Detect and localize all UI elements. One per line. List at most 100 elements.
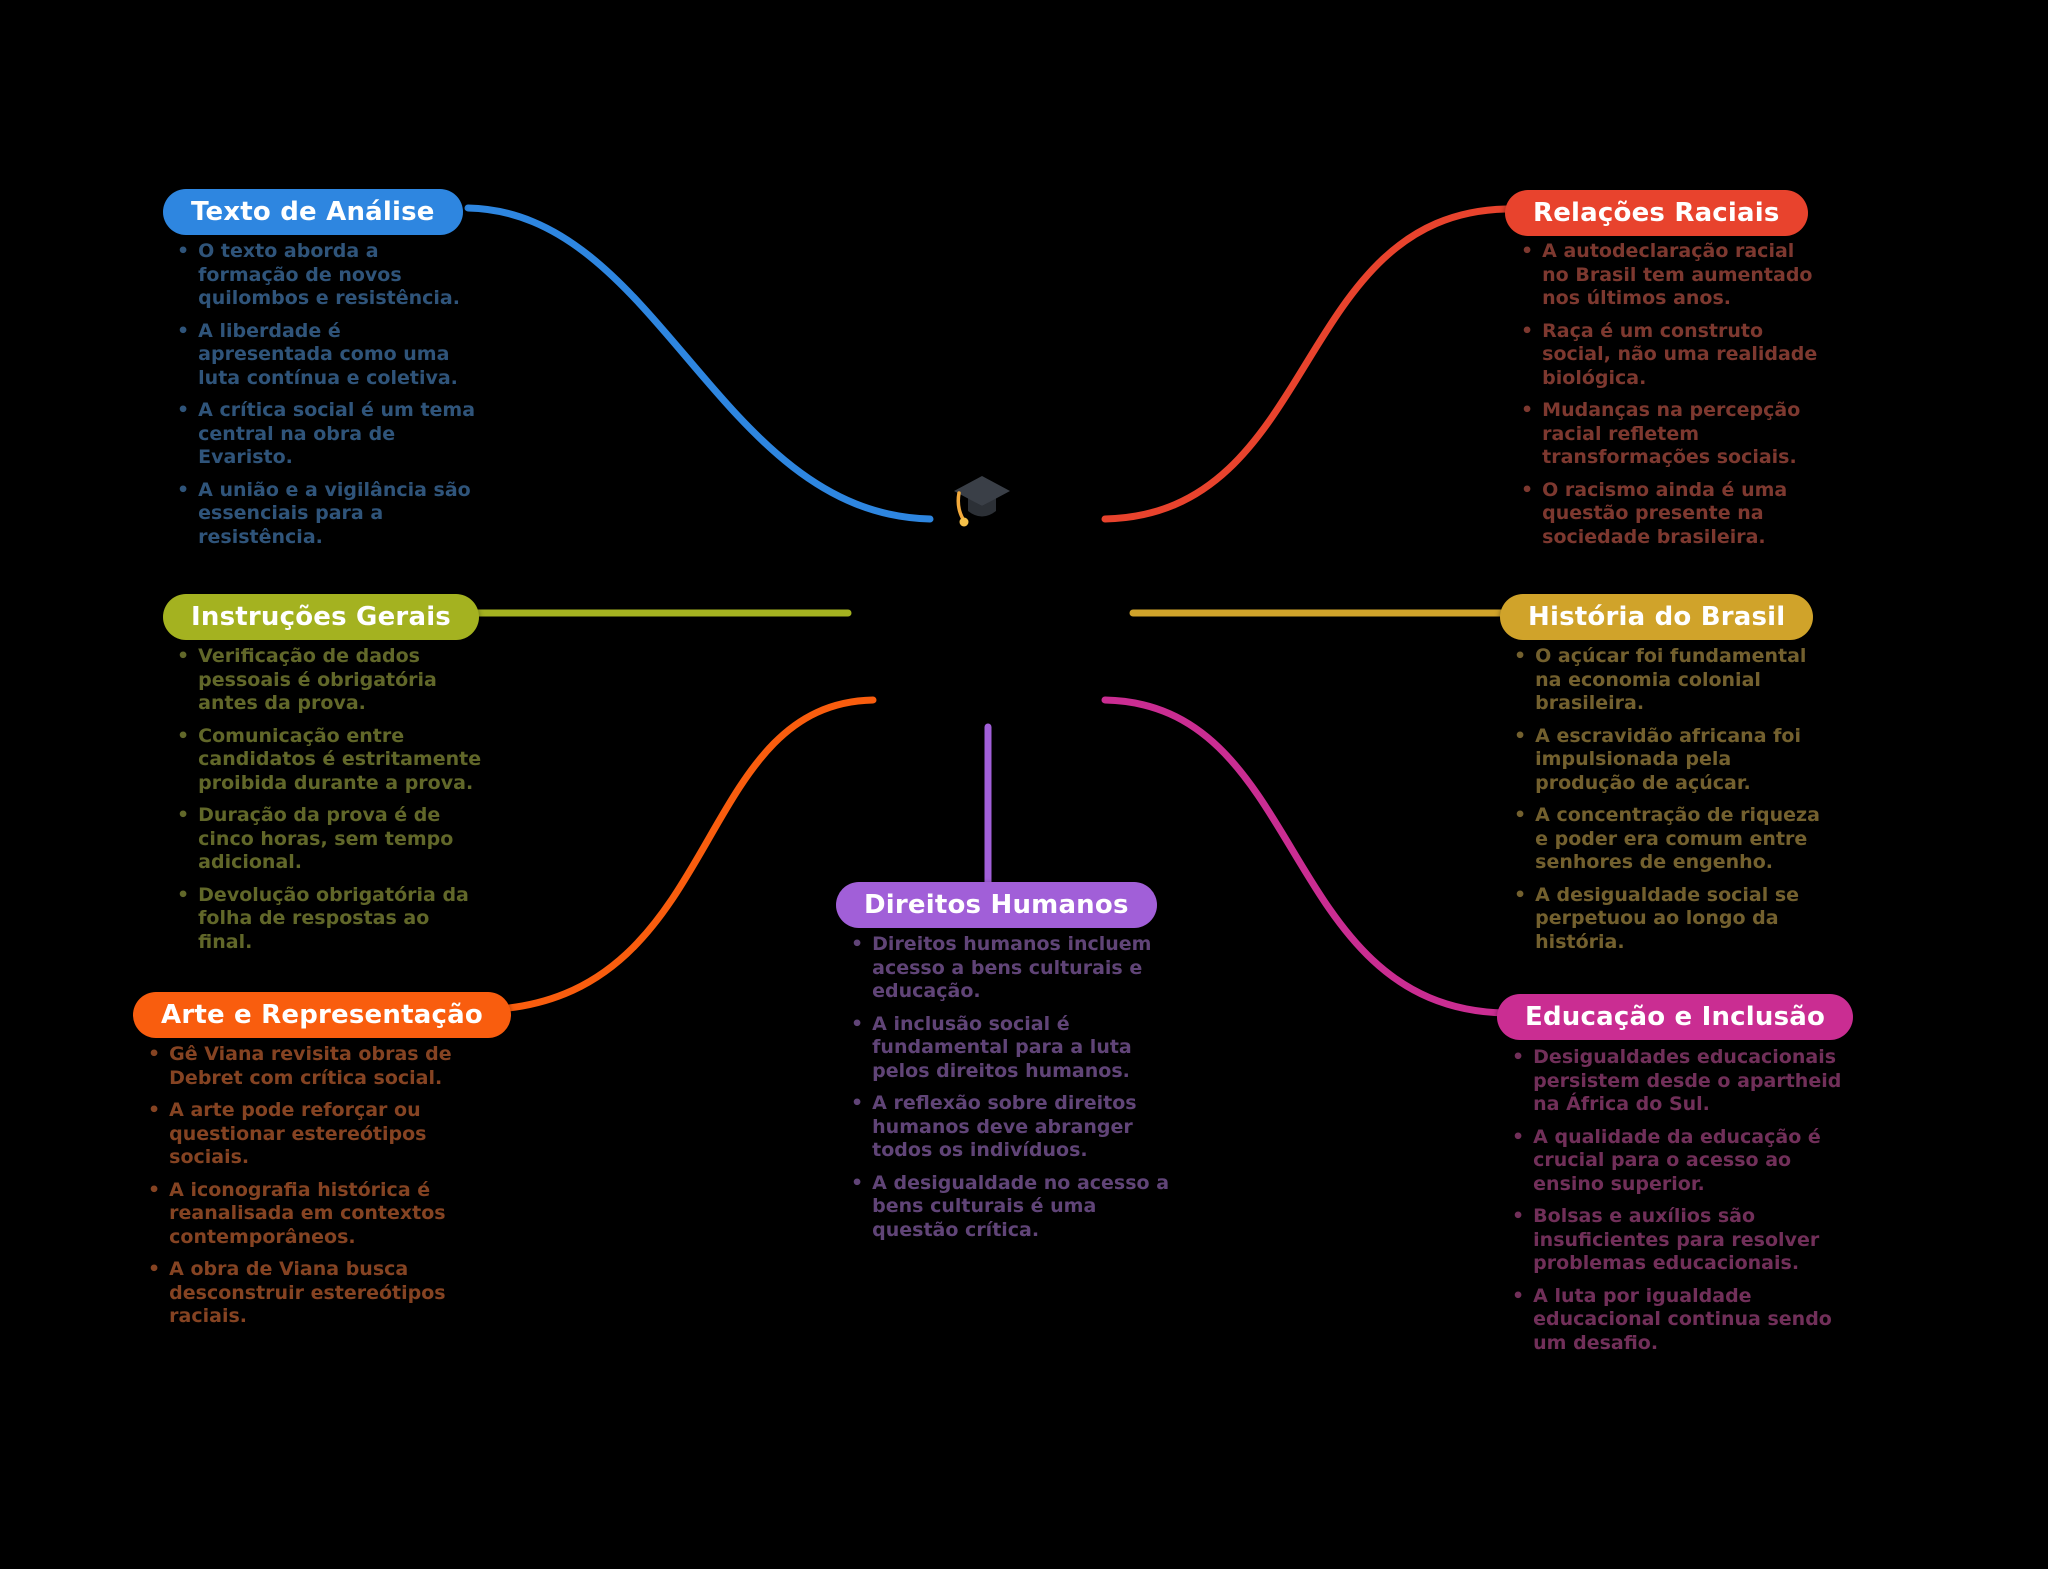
- branch-bullets-educacao-e-inclusao: • Desigualdades educacionais persistem de…: [1512, 1046, 1842, 1365]
- edge-texto-de-analise: [464, 204, 934, 523]
- branch-bullets-arte-e-representacao: •Gê Viana revisita obras de Debret com c…: [148, 1043, 456, 1338]
- bullet-text: A desigualdade social se perpetuou ao lo…: [1535, 883, 1800, 954]
- bullet-dot-icon: •: [1512, 1284, 1525, 1307]
- bullet-item: • Comunicação entre candidatos é estritam…: [177, 725, 485, 796]
- bullet-text: Mudanças na percepção racial refletem tr…: [1542, 399, 1801, 469]
- bullet-item: • Desigualdades educacionais persistem de…: [1512, 1046, 1842, 1117]
- bullet-item: • A arte pode reforçar ou questionar este…: [148, 1099, 456, 1170]
- branch-label: Direitos Humanos: [864, 890, 1129, 920]
- bullet-item: • A concentração de riqueza e poder era c…: [1514, 804, 1832, 875]
- bullet-item: • A desigualdade social se perpetuou ao l…: [1514, 884, 1832, 955]
- branch-bullets-texto-de-analise: • O texto aborda a formação de novos quil…: [177, 240, 477, 559]
- branch-pill-direitos-humanos[interactable]: Direitos Humanos: [836, 882, 1157, 928]
- bullet-text: Raça é um construto social, não uma real…: [1542, 319, 1818, 389]
- bullet-text: A arte pode reforçar ou questionar ester…: [169, 1099, 427, 1169]
- bullet-dot-icon: •: [177, 478, 190, 501]
- bullet-dot-icon: •: [1521, 319, 1534, 342]
- bullet-item: •Duração da prova é de cinco horas, sem …: [177, 804, 485, 875]
- bullet-dot-icon: •: [1521, 478, 1534, 501]
- bullet-text: O racismo ainda é uma questão presente n…: [1542, 478, 1788, 549]
- bullet-dot-icon: •: [1514, 724, 1527, 747]
- bullet-item: • Verificação de dados pessoais é obrigat…: [177, 645, 485, 716]
- bullet-item: • O racismo ainda é uma questão presente …: [1521, 479, 1826, 550]
- bullet-item: • Devolução obrigatória da folha de respo…: [177, 884, 485, 955]
- bullet-item: • A liberdade é apresentada como uma luta…: [177, 320, 477, 391]
- bullet-text: A obra de Viana busca desconstruir ester…: [169, 1258, 446, 1328]
- branch-label: Relações Raciais: [1533, 198, 1780, 228]
- bullet-item: • A crítica social é um tema central na o…: [177, 399, 477, 470]
- bullet-item: • Bolsas e auxílios são insuficientes par…: [1512, 1205, 1842, 1276]
- graduation-cap-icon: [954, 476, 1010, 527]
- bullet-item: •A escravidão africana foi impulsionada …: [1514, 725, 1832, 796]
- bullet-text: A crítica social é um tema central na ob…: [198, 399, 476, 469]
- bullet-text: A autodeclaração racial no Brasil tem au…: [1542, 240, 1813, 310]
- bullet-dot-icon: •: [177, 724, 190, 747]
- bullet-dot-icon: •: [851, 1171, 864, 1194]
- bullet-text: A liberdade é apresentada como uma luta …: [198, 319, 458, 389]
- bullet-item: •Mudanças na percepção racial refletem t…: [1521, 399, 1826, 470]
- bullet-dot-icon: •: [177, 319, 190, 342]
- bullet-dot-icon: •: [148, 1258, 161, 1281]
- bullet-dot-icon: •: [177, 645, 190, 667]
- branch-label: Texto de Análise: [191, 197, 435, 227]
- edge-relacoes-raciais: [1101, 205, 1510, 523]
- bullet-item: • A autodeclaração racial no Brasil tem a…: [1521, 240, 1826, 311]
- branch-label: História do Brasil: [1528, 602, 1786, 632]
- bullet-dot-icon: •: [1514, 883, 1527, 906]
- bullet-text: A qualidade da educação é crucial para o…: [1533, 1125, 1821, 1195]
- bullet-item: •O texto aborda a formação de novos quil…: [177, 240, 477, 311]
- branch-bullets-instrucoes-gerais: • Verificação de dados pessoais é obrigat…: [177, 645, 485, 964]
- bullet-dot-icon: •: [148, 1099, 161, 1122]
- bullet-item: •O açúcar foi fundamental na economia co…: [1514, 645, 1832, 716]
- bullet-item: •Gê Viana revisita obras de Debret com c…: [148, 1043, 456, 1090]
- bullet-item: • A qualidade da educação é crucial para …: [1512, 1126, 1842, 1197]
- bullet-dot-icon: •: [148, 1178, 161, 1201]
- bullet-text: Devolução obrigatória da folha de respos…: [198, 883, 469, 954]
- bullet-item: • Direitos humanos incluem acesso a bens …: [851, 933, 1181, 1004]
- bullet-dot-icon: •: [177, 804, 190, 827]
- bullet-text: A concentração de riqueza e poder era co…: [1535, 804, 1820, 874]
- branch-bullets-direitos-humanos: • Direitos humanos incluem acesso a bens …: [851, 933, 1181, 1252]
- bullet-dot-icon: •: [851, 1012, 864, 1035]
- branch-pill-historia-do-brasil[interactable]: História do Brasil: [1500, 594, 1814, 640]
- center-node[interactable]: [950, 468, 1014, 538]
- branch-pill-arte-e-representacao[interactable]: Arte e Representação: [133, 992, 511, 1038]
- bullet-dot-icon: •: [1512, 1205, 1525, 1228]
- branch-pill-educacao-e-inclusao[interactable]: Educação e Inclusão: [1497, 994, 1854, 1040]
- branch-pill-relacoes-raciais[interactable]: Relações Raciais: [1505, 190, 1808, 236]
- bullet-item: • A inclusão social é fundamental para a …: [851, 1013, 1181, 1084]
- bullet-dot-icon: •: [1512, 1046, 1525, 1068]
- bullet-dot-icon: •: [1512, 1125, 1525, 1148]
- bullet-item: • A desigualdade no acesso a bens cultura…: [851, 1172, 1181, 1243]
- bullet-item: • A luta por igualdade educacional contin…: [1512, 1285, 1842, 1356]
- bullet-text: Direitos humanos incluem acesso a bens c…: [872, 933, 1152, 1003]
- bullet-text: O texto aborda a formação de novos quilo…: [198, 240, 460, 310]
- bullet-dot-icon: •: [1521, 240, 1534, 262]
- bullet-dot-icon: •: [148, 1043, 161, 1065]
- branch-pill-texto-de-analise[interactable]: Texto de Análise: [163, 189, 463, 235]
- bullet-text: A iconografia histórica é reanalisada em…: [169, 1178, 446, 1248]
- bullet-dot-icon: •: [177, 883, 190, 906]
- branch-label: Educação e Inclusão: [1525, 1002, 1826, 1032]
- bullet-dot-icon: •: [1514, 645, 1527, 667]
- bullet-item: • Raça é um construto social, não uma rea…: [1521, 320, 1826, 391]
- edge-arte-e-representacao: [476, 696, 877, 1014]
- bullet-text: A inclusão social é fundamental para a l…: [872, 1012, 1132, 1082]
- bullet-dot-icon: •: [1514, 804, 1527, 827]
- bullet-text: Comunicação entre candidatos é estritame…: [198, 724, 482, 794]
- bullet-text: A união e a vigilância são essenciais pa…: [198, 478, 471, 549]
- branch-bullets-historia-do-brasil: •O açúcar foi fundamental na economia co…: [1514, 645, 1832, 964]
- branch-pill-instrucoes-gerais[interactable]: Instruções Gerais: [163, 594, 479, 640]
- edge-educacao-e-inclusao: [1101, 696, 1509, 1017]
- bullet-dot-icon: •: [177, 399, 190, 422]
- bullet-text: Bolsas e auxílios são insuficientes para…: [1533, 1205, 1820, 1275]
- bullet-text: A desigualdade no acesso a bens culturai…: [872, 1171, 1170, 1242]
- bullet-dot-icon: •: [851, 933, 864, 955]
- bullet-item: • A iconografia histórica é reanalisada e…: [148, 1179, 456, 1250]
- bullet-text: Verificação de dados pessoais é obrigató…: [198, 645, 437, 715]
- branch-label: Instruções Gerais: [191, 602, 451, 632]
- bullet-text: Desigualdades educacionais persistem des…: [1533, 1046, 1842, 1116]
- bullet-text: A luta por igualdade educacional continu…: [1533, 1284, 1832, 1355]
- bullet-text: A reflexão sobre direitos humanos deve a…: [872, 1092, 1137, 1162]
- bullet-item: •A reflexão sobre direitos humanos deve …: [851, 1092, 1181, 1163]
